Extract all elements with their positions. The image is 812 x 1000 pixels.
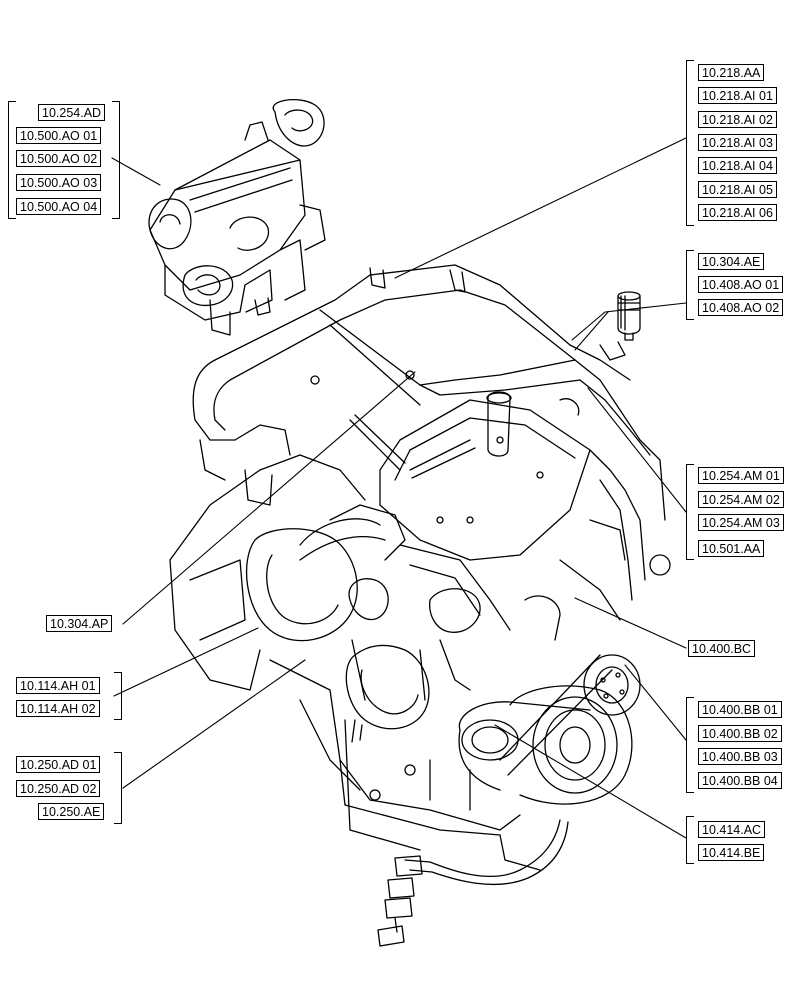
ref-10-254-am-03[interactable]: 10.254.AM 03 [698, 514, 784, 531]
ref-10-218-ai-02[interactable]: 10.218.AI 02 [698, 111, 777, 128]
callout-bracket [686, 697, 694, 793]
ref-10-500-ao-03[interactable]: 10.500.AO 03 [16, 174, 102, 191]
ref-10-250-ae[interactable]: 10.250.AE [38, 803, 105, 820]
ref-10-218-ai-01[interactable]: 10.218.AI 01 [698, 87, 777, 104]
callout-bracket [686, 464, 694, 560]
ref-10-500-ao-04[interactable]: 10.500.AO 04 [16, 198, 102, 215]
ref-10-254-am-01[interactable]: 10.254.AM 01 [698, 467, 784, 484]
callout-bracket [686, 60, 694, 226]
ref-10-414-ac[interactable]: 10.414.AC [698, 821, 766, 838]
ref-10-114-ah-02[interactable]: 10.114.AH 02 [16, 700, 100, 717]
ref-10-250-ad-01[interactable]: 10.250.AD 01 [16, 756, 101, 773]
callout-bracket [686, 250, 694, 320]
leader-lines [111, 137, 687, 839]
ref-10-500-ao-01[interactable]: 10.500.AO 01 [16, 127, 102, 144]
engine-block [169, 264, 671, 947]
ref-10-400-bb-04[interactable]: 10.400.BB 04 [698, 772, 782, 789]
ref-10-501-aa[interactable]: 10.501.AA [698, 540, 765, 557]
ref-10-400-bc[interactable]: 10.400.BC [688, 640, 756, 657]
ref-10-500-ao-02[interactable]: 10.500.AO 02 [16, 150, 102, 167]
callout-bracket [114, 672, 122, 720]
ref-10-400-bb-01[interactable]: 10.400.BB 01 [698, 701, 782, 718]
ref-10-408-ao-02[interactable]: 10.408.AO 02 [698, 299, 784, 316]
ref-10-254-ad[interactable]: 10.254.AD [38, 104, 106, 121]
ref-10-218-ai-04[interactable]: 10.218.AI 04 [698, 157, 777, 174]
ref-10-218-ai-03[interactable]: 10.218.AI 03 [698, 134, 777, 151]
ref-10-400-bb-02[interactable]: 10.400.BB 02 [698, 725, 782, 742]
callout-bracket [114, 752, 122, 824]
ref-10-414-be[interactable]: 10.414.BE [698, 844, 765, 861]
callout-bracket [112, 101, 120, 219]
ref-10-218-ai-05[interactable]: 10.218.AI 05 [698, 181, 777, 198]
ref-10-254-am-02[interactable]: 10.254.AM 02 [698, 491, 784, 508]
callout-bracket [8, 101, 16, 219]
air-cleaner-assembly [148, 99, 326, 336]
ref-10-114-ah-01[interactable]: 10.114.AH 01 [16, 677, 100, 694]
ref-10-400-bb-03[interactable]: 10.400.BB 03 [698, 748, 782, 765]
callout-bracket [686, 816, 694, 864]
ref-10-218-ai-06[interactable]: 10.218.AI 06 [698, 204, 777, 221]
ref-10-304-ae[interactable]: 10.304.AE [698, 253, 765, 270]
ref-10-408-ao-01[interactable]: 10.408.AO 01 [698, 276, 784, 293]
fuel-filter-cartridge [617, 291, 641, 341]
ref-10-218-aa[interactable]: 10.218.AA [698, 64, 765, 81]
ref-10-304-ap[interactable]: 10.304.AP [46, 615, 113, 632]
ref-10-250-ad-02[interactable]: 10.250.AD 02 [16, 780, 101, 797]
